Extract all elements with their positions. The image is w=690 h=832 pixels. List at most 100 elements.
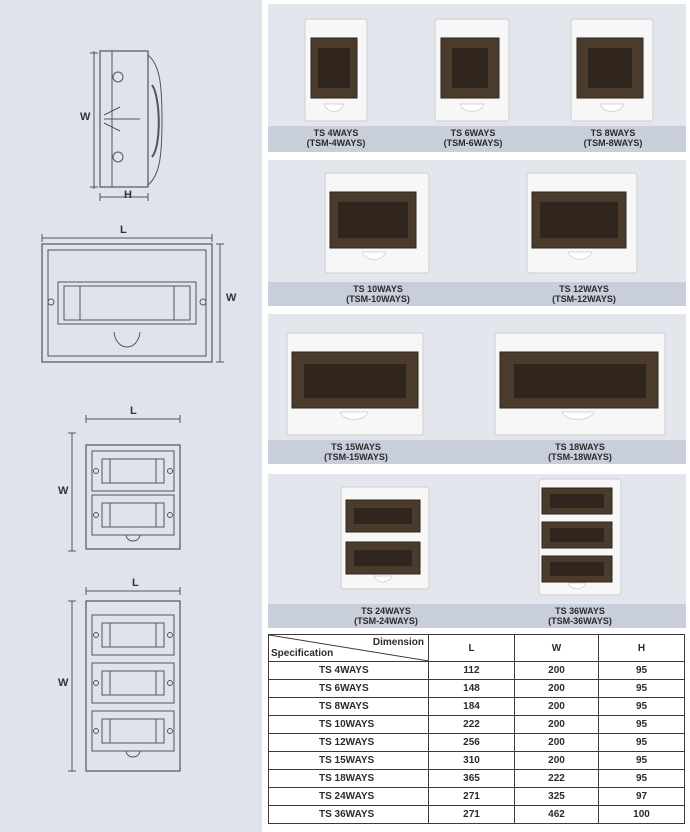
caption-ts-4ways: TS 4WAYS (TSM-4WAYS) (294, 128, 378, 148)
caption-ts-18ways: TS 18WAYS (TSM-18WAYS) (530, 442, 630, 462)
side-view-drawing: W H (80, 45, 180, 205)
double-row-w-label: W (58, 485, 69, 497)
spec-name: TS 24WAYS (268, 787, 429, 806)
product-code: (TSM-4WAYS) (306, 138, 366, 148)
single-row-front-drawing: L W (34, 222, 244, 372)
product-image-ts-8ways (570, 18, 654, 127)
spec-name: TS 8WAYS (268, 697, 429, 716)
spec-l: 271 (428, 787, 515, 806)
product-section-large: TS 15WAYS (TSM-15WAYS) TS 18WAYS (TSM-18… (268, 314, 686, 464)
spec-w: 222 (514, 769, 599, 788)
spec-name: TS 6WAYS (268, 679, 429, 698)
spec-w: 200 (514, 733, 599, 752)
table-header-row: Dimension Specification L W H (268, 634, 685, 662)
product-section-medium: TS 10WAYS (TSM-10WAYS) TS 12WAYS (TSM-12… (268, 160, 686, 306)
product-section-small: TS 4WAYS (TSM-4WAYS) TS 6WAYS (TSM-6WAYS… (268, 4, 686, 152)
spec-h: 95 (598, 751, 685, 770)
product-name: TS 36WAYS (555, 606, 605, 616)
technical-drawings-panel: W H L W (0, 0, 262, 832)
product-code: (TSM-24WAYS) (354, 616, 418, 626)
product-image-ts-4ways (304, 18, 368, 127)
product-name: TS 8WAYS (590, 128, 636, 138)
product-image-ts-24ways (340, 486, 430, 595)
product-code: (TSM-8WAYS) (583, 138, 643, 148)
double-row-front-drawing: L W (56, 405, 196, 555)
spec-w: 200 (514, 661, 599, 680)
single-row-w-label: W (226, 292, 237, 304)
product-code: (TSM-10WAYS) (346, 294, 410, 304)
spec-l: 365 (428, 769, 515, 788)
caption-ts-12ways: TS 12WAYS (TSM-12WAYS) (534, 284, 634, 304)
spec-w: 325 (514, 787, 599, 806)
spec-w: 200 (514, 679, 599, 698)
product-image-ts-12ways (526, 172, 638, 279)
spec-h: 95 (598, 679, 685, 698)
product-code: (TSM-12WAYS) (552, 294, 616, 304)
product-name: TS 24WAYS (361, 606, 411, 616)
spec-h: 95 (598, 715, 685, 734)
product-image-ts-10ways (324, 172, 430, 279)
triple-row-front-drawing: L W (56, 575, 196, 780)
spec-w: 200 (514, 751, 599, 770)
spec-l: 310 (428, 751, 515, 770)
product-image-ts-36ways (538, 478, 622, 601)
product-section-multi-row: TS 24WAYS (TSM-24WAYS) TS 36WAYS (TSM-36… (268, 474, 686, 628)
spec-h: 95 (598, 733, 685, 752)
spec-w: 200 (514, 697, 599, 716)
caption-ts-6ways: TS 6WAYS (TSM-6WAYS) (428, 128, 518, 148)
spec-name: TS 4WAYS (268, 661, 429, 680)
spec-h: 95 (598, 697, 685, 716)
caption-ts-24ways: TS 24WAYS (TSM-24WAYS) (336, 606, 436, 626)
caption-ts-10ways: TS 10WAYS (TSM-10WAYS) (328, 284, 428, 304)
triple-row-l-label: L (132, 577, 139, 589)
spec-w: 200 (514, 715, 599, 734)
product-image-ts-6ways (434, 18, 510, 127)
spec-l: 184 (428, 697, 515, 716)
spec-w: 462 (514, 805, 599, 824)
caption-band (268, 440, 686, 464)
caption-band (268, 604, 686, 628)
spec-h: 100 (598, 805, 685, 824)
column-header-l: L (428, 634, 515, 662)
spec-l: 112 (428, 661, 515, 680)
double-row-l-label: L (130, 405, 137, 417)
side-view-w-label: W (80, 111, 91, 123)
panel-divider (262, 0, 268, 832)
spec-h: 97 (598, 787, 685, 806)
spec-l: 222 (428, 715, 515, 734)
product-code: (TSM-6WAYS) (443, 138, 503, 148)
caption-band (268, 126, 686, 152)
caption-ts-36ways: TS 36WAYS (TSM-36WAYS) (530, 606, 630, 626)
spec-h: 95 (598, 769, 685, 788)
spec-name: TS 18WAYS (268, 769, 429, 788)
column-header-h: H (598, 634, 685, 662)
spec-name: TS 15WAYS (268, 751, 429, 770)
product-name: TS 15WAYS (331, 442, 381, 452)
product-name: TS 18WAYS (555, 442, 605, 452)
spec-l: 256 (428, 733, 515, 752)
side-view-h-label: H (124, 189, 132, 201)
spec-l: 271 (428, 805, 515, 824)
product-code: (TSM-18WAYS) (548, 452, 612, 462)
spec-name: TS 36WAYS (268, 805, 429, 824)
product-name: TS 12WAYS (559, 284, 609, 294)
spec-name: TS 10WAYS (268, 715, 429, 734)
product-name: TS 6WAYS (450, 128, 496, 138)
spec-name: TS 12WAYS (268, 733, 429, 752)
product-name: TS 4WAYS (313, 128, 359, 138)
spec-h: 95 (598, 661, 685, 680)
product-image-ts-15ways (286, 332, 424, 441)
single-row-l-label: L (120, 224, 127, 236)
product-name: TS 10WAYS (353, 284, 403, 294)
caption-band (268, 282, 686, 306)
